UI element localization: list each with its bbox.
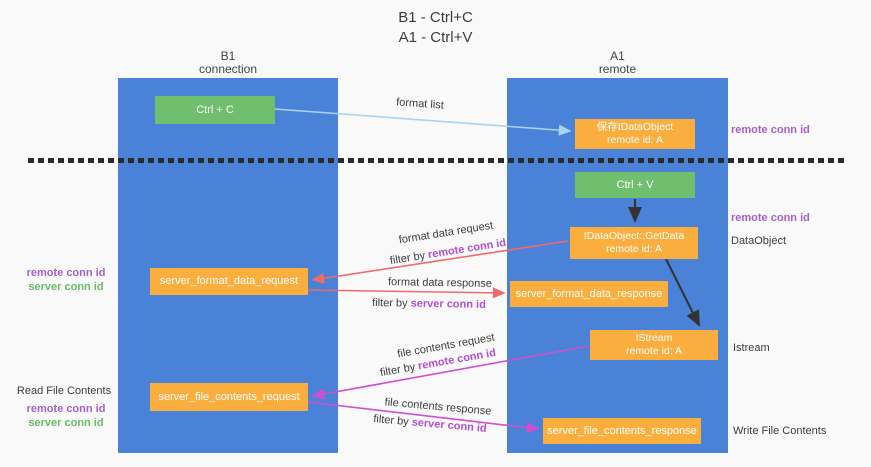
label-remote-conn-id-bottom-left: remote conn id (26, 403, 106, 415)
filter-prefix: filter by (372, 297, 411, 310)
node-idataobject-getdata: IDataObject::GetData remote id: A (570, 227, 698, 259)
label-format-data-response: format data response (387, 276, 493, 290)
dashed-divider-line (28, 158, 846, 163)
node-save-idataobject: 保存IDataObject remote id: A (575, 119, 695, 149)
node-ctrl-c: Ctrl + C (155, 96, 275, 124)
node-ctrl-c-label: Ctrl + C (196, 103, 234, 116)
lane-a1-name: A1 (610, 49, 625, 63)
node-save-idataobject-line1: 保存IDataObject (596, 121, 674, 133)
node-server-file-contents-response: server_file_contents_response (543, 418, 701, 444)
lane-header-a1: A1 remote (507, 50, 728, 76)
node-format-response-label: server_format_data_response (515, 287, 663, 300)
lane-a1-subtitle: remote (598, 62, 637, 76)
filter-prefix: filter by (379, 360, 420, 380)
diagram-title-line2: A1 - Ctrl+V (398, 29, 473, 46)
label-remote-conn-id-top-right: remote conn id (731, 124, 810, 136)
node-istream-line2: remote id: A (625, 345, 683, 357)
node-server-file-contents-request: server_file_contents_request (150, 383, 308, 411)
node-ctrl-v: Ctrl + V (575, 172, 695, 198)
diagram-title-line1: B1 - Ctrl+C (398, 9, 473, 26)
filter-prefix: filter by (372, 413, 413, 429)
label-remote-conn-id-top-left: remote conn id (26, 267, 106, 279)
node-file-response-label: server_file_contents_response (547, 424, 697, 437)
label-read-file-contents: Read File Contents (16, 385, 112, 397)
node-server-format-data-request: server_format_data_request (150, 268, 308, 295)
label-format-list: format list (395, 96, 445, 112)
node-server-format-data-response: server_format_data_response (510, 281, 668, 307)
filter-key-server-conn-id: server conn id (410, 297, 486, 311)
label-file-contents-response-filter: filter by server conn id (373, 413, 487, 435)
label-dataobject: DataObject (731, 235, 787, 247)
lane-b1-subtitle: connection (198, 62, 258, 76)
node-istream-line1: IStream (635, 332, 673, 344)
node-getdata-line2: remote id: A (605, 243, 663, 255)
node-format-request-label: server_format_data_request (159, 275, 299, 287)
lane-header-b1: B1 connection (118, 50, 338, 76)
label-write-file-contents: Write File Contents (733, 425, 827, 437)
node-file-request-label: server_file_contents_request (158, 390, 300, 403)
label-server-conn-id-top-left: server conn id (28, 281, 104, 293)
label-istream: Istream (733, 342, 770, 354)
node-istream: IStream remote id: A (590, 330, 718, 360)
node-ctrl-v-label: Ctrl + V (616, 178, 654, 191)
label-server-conn-id-bottom-left: server conn id (28, 417, 104, 429)
label-format-data-response-filter: filter by server conn id (372, 297, 486, 311)
label-remote-conn-id-mid-right: remote conn id (731, 212, 810, 224)
diagram-title: B1 - Ctrl+C A1 - Ctrl+V (0, 8, 871, 48)
node-getdata-line1: IDataObject::GetData (583, 230, 685, 242)
node-save-idataobject-line2: remote id: A (606, 134, 664, 146)
filter-key-remote-conn-id: remote conn id (427, 236, 507, 262)
lane-b1-name: B1 (220, 49, 236, 63)
filter-prefix: filter by (389, 249, 430, 268)
filter-key-server-conn-id: server conn id (411, 416, 488, 435)
